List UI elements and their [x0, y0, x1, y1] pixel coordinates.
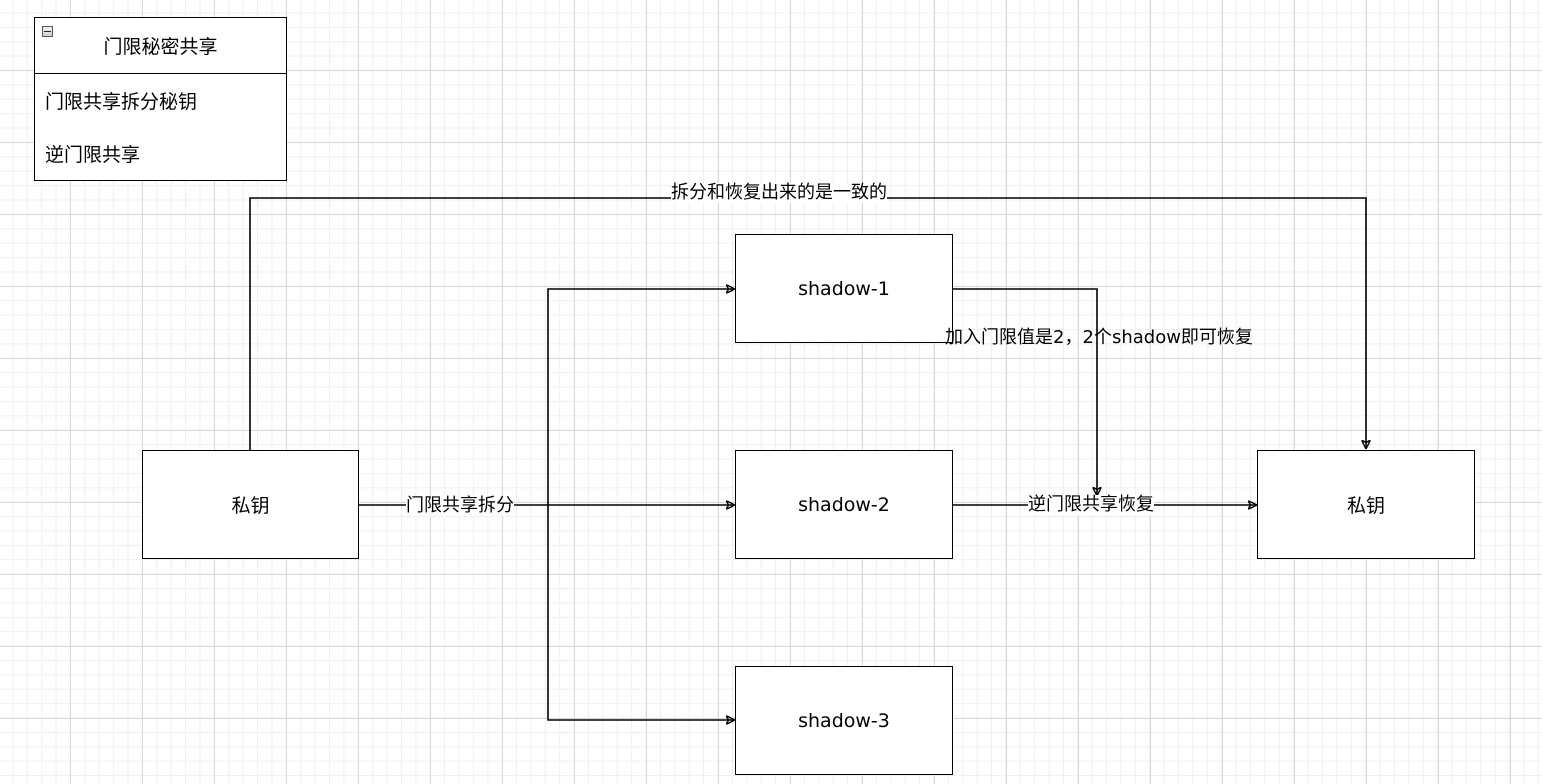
legend-header: 门限秘密共享 — [35, 18, 286, 74]
edge-split-to-shadow-3[interactable] — [547, 505, 734, 720]
edge-label-recover: 逆门限共享恢复 — [1028, 494, 1154, 515]
node-shadow-2[interactable]: shadow-2 — [735, 450, 953, 559]
node-shadow-1[interactable]: shadow-1 — [735, 234, 953, 343]
edge-split-to-shadow-1[interactable] — [547, 289, 734, 505]
node-source-key[interactable]: 私钥 — [142, 450, 359, 559]
node-shadow-3[interactable]: shadow-3 — [735, 666, 953, 775]
legend-item-inverse[interactable]: 逆门限共享 — [45, 144, 141, 166]
edge-label-threshold: 加入门限值是2，2个shadow即可恢复 — [945, 327, 1253, 348]
legend-item-split[interactable]: 门限共享拆分秘钥 — [45, 91, 198, 113]
collapse-icon[interactable] — [42, 26, 53, 37]
legend-panel: 门限秘密共享 门限共享拆分秘钥 逆门限共享 — [34, 17, 287, 181]
legend-title: 门限秘密共享 — [103, 36, 218, 58]
edge-shadow-1-threshold[interactable] — [952, 288, 1097, 495]
edge-label-split: 门限共享拆分 — [406, 495, 514, 516]
node-recovered-key[interactable]: 私钥 — [1257, 450, 1475, 559]
edge-label-consistency: 拆分和恢复出来的是一致的 — [671, 182, 887, 203]
